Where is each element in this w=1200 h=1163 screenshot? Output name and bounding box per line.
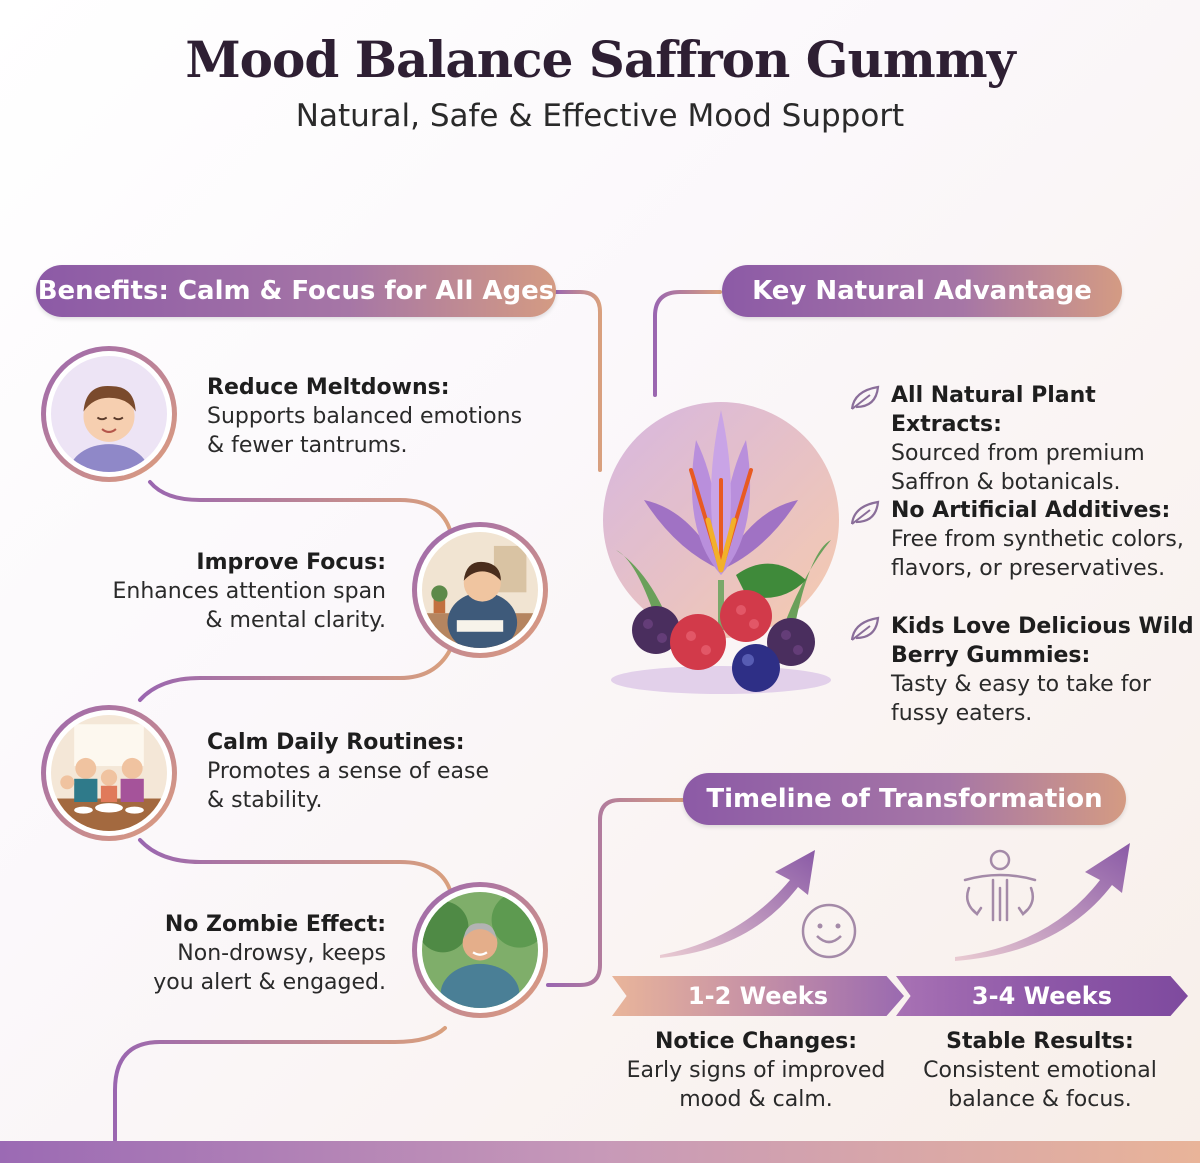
growth-arrow-icon	[955, 843, 1130, 961]
smile-icon	[801, 903, 857, 959]
benefit-desc: Non-drowsy, keeps you alert & engaged.	[153, 941, 386, 995]
benefit-desc: Promotes a sense of ease & stability.	[207, 759, 490, 813]
timeline-stage-title: Stable Results:	[946, 1029, 1134, 1054]
advantage-heading: Key Natural Advantage	[722, 265, 1122, 317]
timeline-stage-1-text: Notice Changes: Early signs of improved …	[612, 1027, 900, 1114]
growth-arrow-icon	[660, 850, 815, 958]
timeline-stage-label: 1-2 Weeks	[687, 982, 829, 1010]
advantage-title: All Natural Plant Extracts:	[891, 383, 1096, 437]
benefit-desc: Supports balanced emotions & fewer tantr…	[207, 404, 523, 458]
timeline-stage-desc: Consistent emotional balance & focus.	[923, 1058, 1157, 1112]
advantage-berry-gummies: Kids Love Delicious Wild Berry Gummies: …	[891, 612, 1194, 728]
benefit-image-child-calm	[41, 346, 177, 482]
timeline-heading: Timeline of Transformation	[683, 773, 1126, 825]
leaf-icon	[850, 616, 880, 641]
benefit-title: No Zombie Effect:	[164, 912, 386, 937]
benefit-title: Calm Daily Routines:	[207, 730, 465, 755]
advantage-desc: Free from synthetic colors, flavors, or …	[891, 527, 1184, 581]
timeline-stage-label: 3-4 Weeks	[971, 982, 1113, 1010]
page-title: Mood Balance Saffron Gummy	[185, 30, 1015, 89]
benefit-no-zombie-effect: No Zombie Effect: Non-drowsy, keeps you …	[60, 910, 386, 997]
timeline-stage-title: Notice Changes:	[654, 1029, 858, 1054]
timeline-stage-desc: Early signs of improved mood & calm.	[626, 1058, 886, 1112]
person-balance-icon	[963, 849, 1037, 922]
bottom-accent-bar	[0, 1141, 1200, 1163]
benefits-heading-label: Benefits: Calm & Focus for All Ages	[37, 276, 555, 306]
advantage-title: No Artificial Additives:	[891, 498, 1171, 523]
page-subtitle: Natural, Safe & Effective Mood Support	[295, 98, 905, 134]
advantage-heading-label: Key Natural Advantage	[752, 276, 1092, 306]
benefit-image-man-jogging	[412, 882, 548, 1018]
benefit-desc: Enhances attention span & mental clarity…	[112, 579, 387, 633]
advantage-natural-extracts: All Natural Plant Extracts: Sourced from…	[891, 381, 1200, 497]
saffron-berry-illustration	[603, 402, 839, 694]
leaf-icon	[850, 385, 880, 410]
advantage-no-artificial-additives: No Artificial Additives: Free from synth…	[891, 496, 1184, 583]
benefit-title: Improve Focus:	[196, 550, 386, 575]
advantage-desc: Sourced from premium Saffron & botanical…	[891, 441, 1145, 495]
benefits-heading: Benefits: Calm & Focus for All Ages	[36, 265, 556, 317]
timeline-stage-1: 1-2 Weeks	[612, 976, 904, 1016]
timeline-stage-2-text: Stable Results: Consistent emotional bal…	[896, 1027, 1184, 1114]
benefit-calm-daily-routines: Calm Daily Routines: Promotes a sense of…	[207, 728, 489, 815]
leaf-icon	[850, 500, 880, 525]
timeline-heading-label: Timeline of Transformation	[706, 784, 1103, 814]
timeline-stage-2: 3-4 Weeks	[896, 976, 1188, 1016]
benefit-image-boy-studying	[412, 522, 548, 658]
benefit-image-family-dinner	[41, 705, 177, 841]
advantage-desc: Tasty & easy to take for fussy eaters.	[891, 672, 1151, 726]
benefit-reduce-meltdowns: Reduce Meltdowns: Supports balanced emot…	[207, 373, 522, 460]
advantage-title: Kids Love Delicious Wild Berry Gummies:	[891, 614, 1194, 668]
benefit-title: Reduce Meltdowns:	[207, 375, 450, 400]
benefit-improve-focus: Improve Focus: Enhances attention span &…	[60, 548, 387, 635]
